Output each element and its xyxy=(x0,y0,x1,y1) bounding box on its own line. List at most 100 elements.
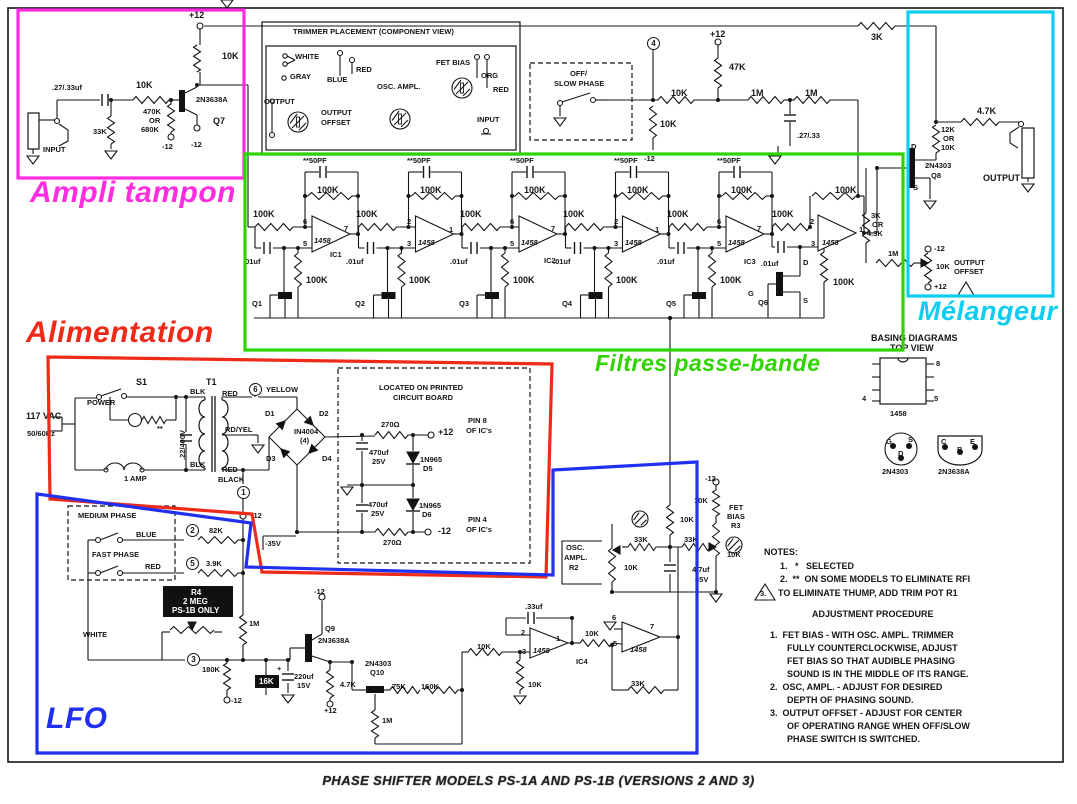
component-label: Q5 xyxy=(666,299,677,308)
component-label: 3 xyxy=(811,239,816,248)
component-label: 1 xyxy=(449,225,454,234)
component-label: 117 VAC xyxy=(26,411,62,421)
component-label: WHITE xyxy=(83,630,108,639)
component-label: 100K xyxy=(356,209,378,219)
component-label: .01uf xyxy=(450,257,468,266)
component-label: 2N3638A xyxy=(938,467,970,476)
component-label: 2. OSC, AMPL. - ADJUST FOR DESIRED xyxy=(770,682,943,692)
component-label: 1458 xyxy=(890,409,907,418)
component-label: 7 xyxy=(650,622,655,631)
component-label: 5 xyxy=(717,239,722,248)
component-label: .27/.33 xyxy=(797,131,820,140)
component-label: LOCATED ON PRINTED xyxy=(379,383,464,392)
component-label: BLUE xyxy=(327,75,348,84)
component-label: 3.9K xyxy=(206,559,222,568)
component-label: RED xyxy=(222,389,238,398)
component-label: INPUT xyxy=(43,145,66,154)
component-label: 10K xyxy=(941,143,955,152)
component-label: Q8 xyxy=(931,171,942,180)
component-label: IC3 xyxy=(744,257,756,266)
component-label: 2 xyxy=(810,217,815,226)
component-label: 1. FET BIAS - WITH OSC. AMPL. TRIMMER xyxy=(770,630,954,640)
component-label: 470K xyxy=(143,107,161,116)
component-label: SLOW PHASE xyxy=(554,79,605,88)
component-label: 3 xyxy=(407,239,412,248)
component-label: Q6 xyxy=(758,298,769,307)
component-label: +12 xyxy=(934,282,947,291)
component-label: OUTPUT xyxy=(264,97,295,106)
component-label: .27/.33uf xyxy=(52,83,83,92)
component-label: 100K xyxy=(317,185,339,195)
component-label: (4) xyxy=(300,436,310,445)
component-label: 100K xyxy=(306,275,328,285)
component-label: 100K xyxy=(835,185,857,195)
component-label: R2 xyxy=(569,563,579,572)
terminal-number-label: 6 xyxy=(249,383,262,396)
component-label: OSC. AMPL. xyxy=(377,82,421,91)
component-label: S1 xyxy=(136,377,148,387)
component-label: .01uf xyxy=(346,257,364,266)
component-label: 1458 xyxy=(625,238,642,247)
component-label: 160K xyxy=(421,682,439,691)
component-label: 75K xyxy=(392,682,406,691)
component-label: D5 xyxy=(423,464,433,473)
component-label: GRAY xyxy=(290,72,311,81)
component-label: -12 xyxy=(231,696,242,705)
component-label: +12 xyxy=(710,29,726,39)
component-label: E xyxy=(970,437,976,446)
component-label: .01uf xyxy=(761,259,779,268)
component-label: 680K xyxy=(141,125,159,134)
component-label: SOUND IS IN THE MIDDLE OF ITS RANGE. xyxy=(787,669,969,679)
component-label: 1458 xyxy=(822,238,839,247)
schematic-title: PHASE SHIFTER MODELS PS-1A AND PS-1B (VE… xyxy=(322,773,755,788)
component-label: 2 xyxy=(407,217,412,226)
component-label: 100K xyxy=(409,275,431,285)
component-label: Q3 xyxy=(459,299,470,308)
component-label: 4.7K xyxy=(340,680,356,689)
component-label: OF OPERATING RANGE WHEN OFF/SLOW xyxy=(787,721,970,731)
component-label: 10K xyxy=(727,550,741,559)
component-label: 100K xyxy=(563,209,585,219)
component-label: RED xyxy=(222,465,238,474)
component-label: **50PF xyxy=(717,156,741,165)
component-label: 6 xyxy=(303,217,308,226)
component-label: -12 xyxy=(644,154,655,163)
component-label: Q10 xyxy=(370,668,385,677)
component-label: D6 xyxy=(422,510,432,519)
component-label: 7 xyxy=(757,224,762,233)
component-label: MEDIUM PHASE xyxy=(78,511,137,520)
component-label: FET xyxy=(729,503,744,512)
component-label: OUTPUT xyxy=(321,108,352,117)
terminal-number-label: 5 xyxy=(186,557,199,570)
component-label: Q2 xyxy=(355,299,366,308)
component-label: 2N3638A xyxy=(196,95,228,104)
component-label: TOP VIEW xyxy=(890,343,934,353)
component-label: 6 xyxy=(612,613,617,622)
component-label: 2N4303 xyxy=(925,161,952,170)
component-label: 100K xyxy=(420,185,442,195)
component-label: Q9 xyxy=(325,624,336,633)
component-label: 6 xyxy=(717,217,722,226)
component-label: 100K xyxy=(731,185,753,195)
component-label: IC4 xyxy=(576,657,588,666)
component-label: 1458 xyxy=(630,645,647,654)
component-label: 12K xyxy=(941,125,955,134)
component-label: 100K xyxy=(772,209,794,219)
component-label: 470uf xyxy=(369,448,389,457)
component-label: 1. * SELECTED xyxy=(780,561,855,571)
component-label: OF IC's xyxy=(466,525,492,534)
component-label: S xyxy=(803,296,809,305)
component-label: 2N4303 xyxy=(882,467,909,476)
component-label: 10K xyxy=(585,629,599,638)
component-label: .22/400V xyxy=(178,429,187,460)
component-label: 10K xyxy=(660,119,677,129)
component-label: +12 xyxy=(189,10,205,20)
component-label: OR xyxy=(872,220,884,229)
component-label: TO ELIMINATE THUMP, ADD TRIM POT R1 xyxy=(778,588,958,598)
component-label: 3. OUTPUT OFFSET - ADJUST FOR CENTER xyxy=(770,708,963,718)
component-label: BLK xyxy=(190,460,206,469)
component-label: 1M xyxy=(805,88,818,98)
component-label: S xyxy=(913,183,919,192)
component-label: 1458 xyxy=(418,238,435,247)
component-label: 10K xyxy=(528,680,542,689)
